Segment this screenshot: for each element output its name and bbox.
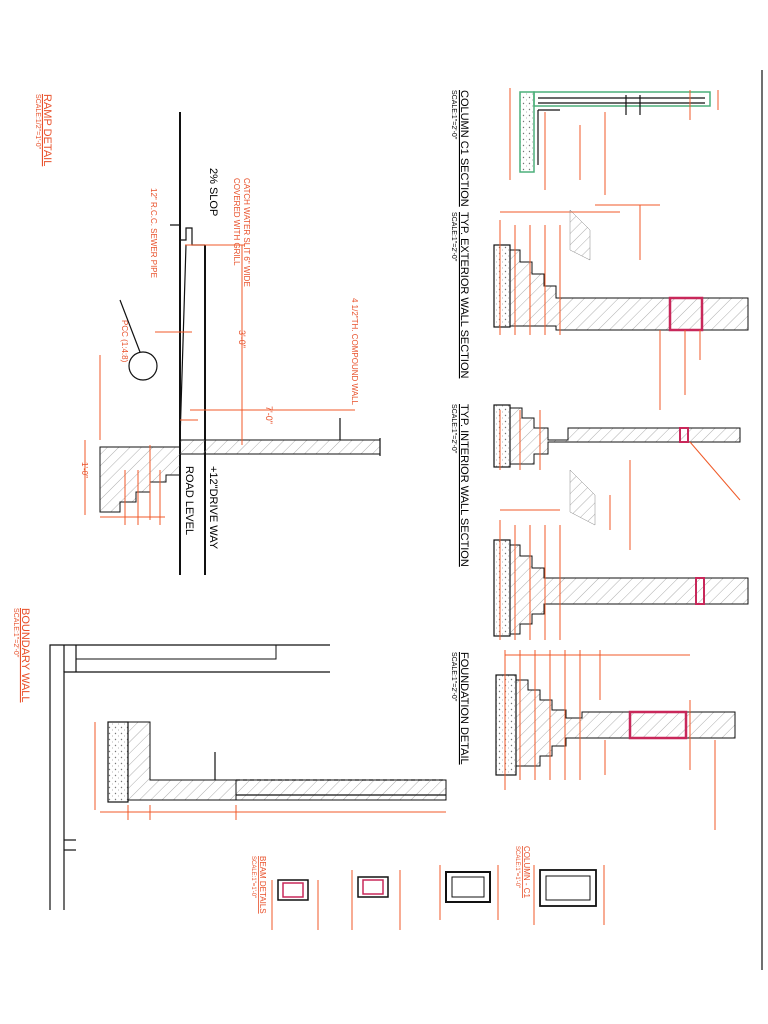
column-c1-section: COLUMN C1 SECTION SCALE:1"=2'-0": [450, 88, 719, 207]
exterior-wall-scale: SCALE:1"=2'-0": [450, 212, 457, 262]
ramp-dim-7-0: 7'-0": [264, 406, 274, 424]
boundary-wall-title: BOUNDARY WALL: [19, 608, 31, 703]
typ-exterior-wall-section: TYP. EXTERIOR WALL SECTION SCALE:1"=2'-0…: [450, 204, 749, 410]
ramp-detail-scale: SCALE:1/2"=1'-0": [34, 94, 41, 150]
ramp-road-level-label: ROAD LEVEL: [183, 466, 195, 535]
ramp-rcc-pipe-note: 12" R.C.C. SEWER PIPE: [149, 188, 158, 278]
ramp-drive-way-label: +12"DRIVE WAY: [207, 466, 219, 550]
interior-wall-scale: SCALE:1"=2'-0": [450, 404, 457, 454]
ramp-detail-title: RAMP DETAIL: [41, 94, 53, 166]
column-c1-footing: [519, 91, 535, 173]
boundary-wall-scale: SCALE:1"=2'-0": [12, 608, 19, 658]
exterior-pcc-base: [493, 244, 511, 328]
ramp-compound-wall-note: 4 1/2"TH. COMPOUND WALL: [350, 298, 359, 406]
beam-details-scale: SCALE:1"=1'-0": [250, 856, 256, 898]
ramp-detail: RAMP DETAIL SCALE:1/2"=1'-0" CATCH WATER…: [34, 94, 381, 575]
column-c1-section-title: COLUMN C1 SECTION: [458, 90, 470, 207]
column-c1-title: COLUMN - C1: [522, 846, 531, 899]
beam-details: BEAM DETAILS SCALE:1"=1'-0": [250, 856, 499, 930]
ramp-dim-3-0: 3'-0": [237, 330, 247, 348]
beam-details-title: BEAM DETAILS: [258, 856, 267, 914]
column-c1-section-scale: SCALE:1"=2'-0": [450, 90, 457, 140]
ramp-dim-small: 1'-0": [80, 462, 89, 478]
ramp-slope-label: 2% SLOP: [207, 168, 219, 216]
interior-wall-title: TYP. INTERIOR WALL SECTION: [458, 404, 470, 567]
boundary-wall: BOUNDARY WALL SCALE:1"=2'-0": [12, 608, 447, 910]
ramp-covered-note: COVERED WITH GRILL: [232, 178, 241, 266]
column-c1-plan: COLUMN - C1 SCALE:1"=1'-0": [514, 846, 605, 925]
foundation-detail: FOUNDATION DETAIL SCALE:1"=2'-0": [450, 650, 736, 830]
foundation-detail-scale: SCALE:1"=2'-0": [450, 652, 457, 702]
typ-interior-wall-section: TYP. INTERIOR WALL SECTION SCALE:1"=2'-0…: [450, 404, 749, 640]
exterior-plinth-beam: [668, 296, 704, 332]
exterior-wall-title: TYP. EXTERIOR WALL SECTION: [458, 212, 470, 379]
ramp-catch-water-note: CATCH WATER SLIT 6" WIDE: [242, 178, 251, 287]
column-c1-shaft: [533, 91, 711, 107]
sewer-pipe: [128, 351, 158, 381]
ramp-pcc-note: PCC (1:4:8): [120, 320, 129, 363]
column-c1-scale: SCALE:1"=1'-0": [514, 846, 520, 888]
foundation-detail-title: FOUNDATION DETAIL: [458, 652, 470, 765]
exterior-footing-steps: [509, 249, 749, 331]
